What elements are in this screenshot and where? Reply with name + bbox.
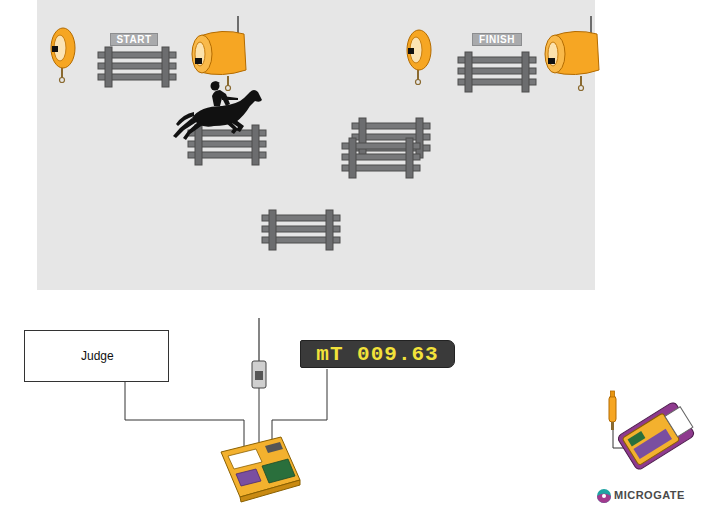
judge-box: Judge — [24, 330, 169, 382]
horse-and-rider — [173, 81, 262, 140]
chronometer-printer — [221, 437, 300, 502]
node-text: START — [116, 34, 151, 45]
start-sign: START — [110, 33, 158, 46]
logo-text: MICROGATE — [614, 489, 685, 501]
node-text: FINISH — [479, 34, 515, 45]
arena — [37, 0, 595, 290]
handheld-timer — [609, 391, 697, 471]
microgate-logo — [597, 489, 611, 503]
node-text: Judge — [81, 349, 114, 363]
finish-sign: FINISH — [472, 33, 522, 46]
wires — [125, 369, 626, 448]
node-text: mT 009.63 — [316, 343, 438, 366]
radio-receiver — [252, 318, 266, 388]
scoreboard-display: mT 009.63 — [300, 340, 455, 368]
